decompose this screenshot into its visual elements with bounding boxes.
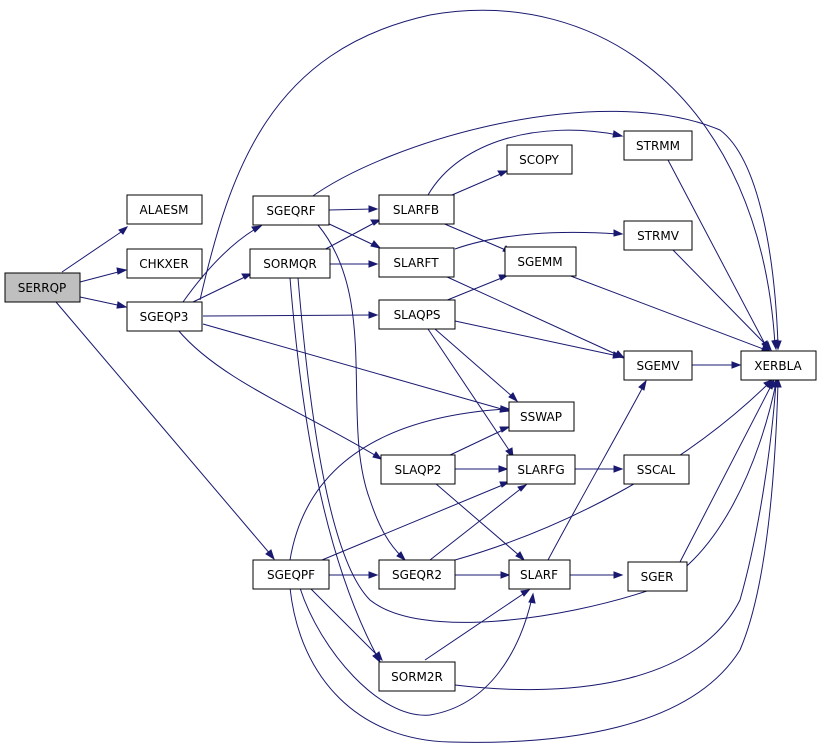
node-xerbla[interactable]: XERBLA	[740, 350, 817, 381]
node-sgemv[interactable]: SGEMV	[623, 350, 693, 381]
edge-sgeqpf-slarf	[299, 587, 536, 716]
edge-sgeqpf-sgeqr2	[329, 571, 379, 579]
node-slarfb-label: SLARFB	[393, 203, 439, 217]
node-sgeqpf[interactable]: SGEQPF	[252, 559, 330, 590]
edge-sgeqrf-slarft	[324, 221, 382, 249]
node-slarf-label: SLARF	[520, 568, 558, 582]
node-chkxer[interactable]: CHKXER	[126, 248, 203, 279]
edge-strmv-xerbla	[672, 249, 772, 352]
edge-strmm-xerbla	[667, 159, 769, 352]
node-scopy-label: SCOPY	[519, 153, 559, 167]
edge-sormqr-slarft	[330, 260, 379, 268]
edge-sgeqpf-sorm2r	[309, 587, 383, 662]
node-sswap-label: SSWAP	[520, 410, 562, 424]
node-slarfb[interactable]: SLARFB	[378, 194, 455, 225]
edge-slarf-sger	[570, 571, 624, 579]
node-slarft[interactable]: SLARFT	[378, 247, 455, 278]
edge-serrqp-chkxer	[79, 267, 128, 283]
node-sorm2r-label: SORM2R	[391, 670, 443, 684]
edge-slarfg-sscal	[575, 465, 624, 473]
node-slarfg-label: SLARFG	[517, 463, 564, 477]
edge-sgeqpf-xerbla	[289, 377, 782, 743]
node-serrqp-label: SERRQP	[18, 281, 67, 295]
edge-sgeqr2-xerbla	[454, 379, 774, 561]
node-sormqr[interactable]: SORMQR	[249, 248, 331, 279]
edge-sgeqr2-slarf	[455, 571, 511, 579]
node-sscal[interactable]: SSCAL	[623, 454, 690, 485]
edge-sgeqp3-sormqr	[192, 273, 253, 303]
edge-sgeqp3-slaqp2	[177, 329, 383, 460]
node-sormqr-label: SORMQR	[263, 257, 317, 271]
node-strmv-label: STRMV	[637, 229, 680, 243]
edge-slaqps-sswap	[434, 328, 519, 403]
node-alaesm[interactable]: ALAESM	[126, 194, 203, 225]
node-strmv[interactable]: STRMV	[623, 220, 693, 251]
node-sgemv-label: SGEMV	[636, 359, 680, 373]
edge-sgeqp3-sgeqrf	[182, 225, 263, 303]
edge-sgeqpf-slarfg	[321, 481, 511, 561]
edge-sger-xerbla	[679, 378, 775, 563]
node-slarft-label: SLARFT	[393, 256, 439, 270]
edge-sormqr-slarfb	[319, 219, 382, 253]
edge-serrqp-sgeqpf	[55, 301, 275, 561]
edge-slarft-strmv	[454, 229, 624, 250]
node-sgeqpf-label: SGEQPF	[267, 568, 315, 582]
edge-sgemv-xerbla	[692, 361, 742, 369]
node-sgemm[interactable]: SGEMM	[504, 246, 577, 277]
edge-sgemm-xerbla	[567, 274, 772, 352]
edge-sorm2r-slarf	[424, 589, 531, 661]
node-sswap[interactable]: SSWAP	[508, 401, 575, 432]
edge-serrqp-sgeqp3	[79, 296, 128, 309]
node-sgemm-label: SGEMM	[517, 255, 562, 269]
node-slaqps-label: SLAQPS	[394, 308, 441, 322]
edge-sgeqrf-xerbla	[309, 110, 782, 351]
node-sgeqr2[interactable]: SGEQR2	[378, 559, 456, 590]
edge-slaqp2-slarf	[434, 482, 526, 562]
node-sgeqp3[interactable]: SGEQP3	[126, 301, 203, 332]
edge-sgeqp3-slaqps	[202, 311, 379, 319]
node-slarfg[interactable]: SLARFG	[506, 454, 576, 485]
node-slaqp2[interactable]: SLAQP2	[380, 454, 456, 485]
node-sgeqr2-label: SGEQR2	[392, 568, 442, 582]
edge-sgeqrf-slarfb	[328, 205, 379, 213]
edge-slarfb-scopy	[451, 170, 509, 196]
node-sscal-label: SSCAL	[637, 463, 676, 477]
edge-sorm2r-xerbla	[454, 377, 780, 691]
edge-slarft-sgemv	[444, 275, 626, 359]
node-xerbla-label: XERBLA	[754, 359, 802, 373]
edge-serrqp-alaesm	[61, 226, 129, 273]
node-sgeqrf[interactable]: SGEQRF	[252, 195, 330, 226]
node-sger-label: SGER	[641, 570, 674, 584]
node-strmm[interactable]: STRMM	[623, 130, 693, 161]
edge-slaqp2-sswap	[447, 426, 511, 457]
node-chkxer-label: CHKXER	[139, 257, 188, 271]
node-sgeqp3-label: SGEQP3	[140, 310, 189, 324]
node-scopy[interactable]: SCOPY	[506, 144, 573, 175]
node-slaqps[interactable]: SLAQPS	[378, 299, 456, 330]
node-alaesm-label: ALAESM	[140, 203, 189, 217]
edge-slarf-sgemv	[547, 379, 647, 561]
node-strmm-label: STRMM	[636, 139, 680, 153]
edge-slaqps-slarfg	[427, 328, 514, 459]
edge-sgeqrf-sgeqr2	[317, 224, 407, 562]
edge-slarfb-strmm	[427, 129, 624, 196]
node-slarf[interactable]: SLARF	[508, 559, 571, 590]
node-sgeqrf-label: SGEQRF	[266, 204, 315, 218]
node-serrqp[interactable]: SERRQP	[4, 272, 81, 303]
edge-slaqps-sgemv	[454, 320, 624, 359]
node-sger[interactable]: SGER	[627, 561, 688, 592]
node-slaqp2-label: SLAQP2	[395, 463, 442, 477]
edge-sgeqpf-sswap	[289, 405, 511, 561]
edge-slaqp2-slarfg	[455, 465, 509, 473]
edge-sgeqr2-slarfg	[429, 484, 528, 561]
node-sorm2r[interactable]: SORM2R	[378, 661, 456, 692]
edge-sgeqp3-xerbla	[199, 9, 779, 351]
edge-slaqps-sgemm	[439, 274, 510, 304]
